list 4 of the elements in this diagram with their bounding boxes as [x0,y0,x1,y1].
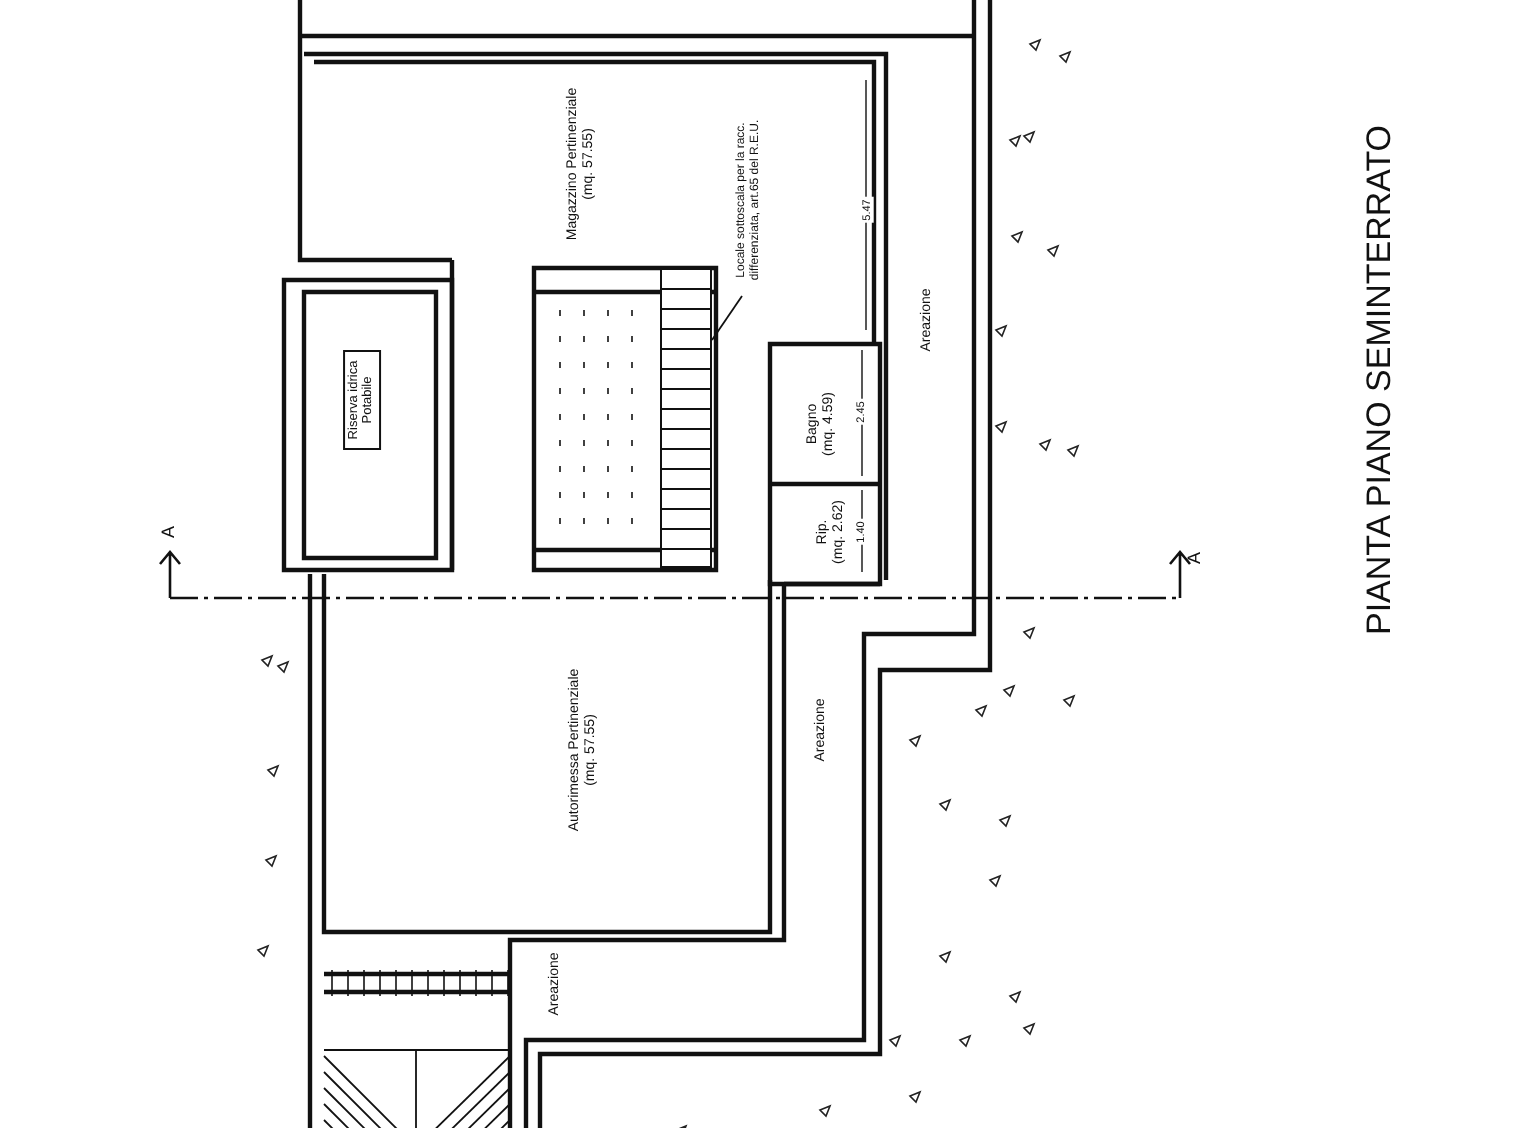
drawing-title: PIANTA PIANO SEMINTERRATO [1360,124,1400,636]
section-label: A [157,526,179,538]
stairs-symbol [660,268,712,568]
section-label: A [1183,552,1205,564]
